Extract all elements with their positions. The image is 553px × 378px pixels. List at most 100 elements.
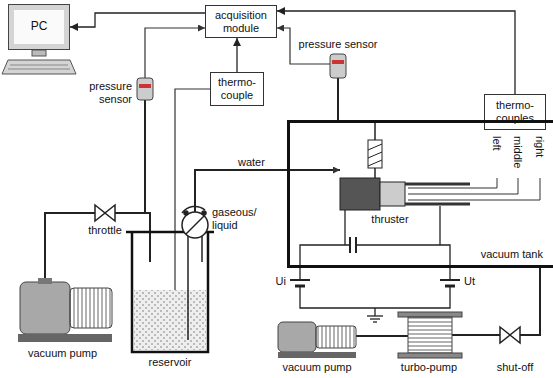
pressure-sensor-icon (332, 60, 344, 64)
power-circuit (373, 321, 377, 322)
power-circuit (290, 206, 460, 322)
pressure-sensor-icon (144, 100, 146, 213)
thruster-body (405, 203, 470, 206)
part-label: reservoir (130, 356, 210, 369)
power-circuit (300, 287, 450, 308)
vacuum-line (452, 334, 500, 336)
throttle-valve (95, 205, 115, 221)
part-label: pressure sensor (293, 38, 383, 51)
power-circuit (440, 279, 460, 281)
part-label: water (238, 156, 278, 169)
thermocouple-wire (408, 178, 540, 200)
turbo-pump-icon (408, 317, 452, 353)
thermocouple-wire (408, 178, 540, 200)
signal-connector (70, 13, 205, 27)
thrust-balance (374, 120, 376, 140)
switch-valve (182, 212, 208, 238)
node-label: vacuum tank (479, 248, 545, 261)
pc-stand (8, 69, 70, 70)
vacuum-pump-icon (38, 278, 52, 284)
power-circuit (356, 245, 450, 279)
power-circuit (370, 318, 380, 319)
part-label: vacuum pump (272, 361, 362, 374)
sensor-box: thermo-couple (210, 72, 264, 106)
sensor-box: thermo-couples (484, 94, 546, 130)
signal-wire (145, 28, 205, 78)
switch-valve (182, 206, 208, 340)
pc-stand (2, 60, 76, 74)
module-box: acquisition module (205, 5, 277, 38)
part-label: shut-off (485, 361, 545, 374)
signal-wire (145, 28, 330, 300)
thruster-body (380, 182, 405, 206)
reservoir-vessel (126, 232, 214, 352)
shut-off-valve (500, 327, 520, 343)
pressure-sensor-icon (337, 78, 339, 120)
power-circuit (439, 206, 440, 245)
power-circuit (300, 245, 350, 279)
signal-connector (237, 38, 238, 72)
wire-label: right (533, 136, 546, 157)
thermocouple-wire (408, 178, 497, 188)
power-circuit (290, 279, 310, 281)
signal-wire (175, 89, 210, 300)
vacuum-pump-icon (278, 322, 316, 352)
vacuum-pump-icon (278, 352, 356, 358)
vacuum-pump-icon (18, 334, 112, 342)
shut-off-valve (510, 327, 520, 343)
power-circuit (355, 237, 357, 253)
signal-connector (277, 11, 515, 94)
switch-valve (184, 211, 188, 215)
switch-valve (202, 211, 206, 215)
shut-off-valve (500, 327, 510, 343)
pressure-sensor-icon (330, 54, 346, 78)
vacuum-pump-icon (316, 326, 356, 348)
wire-label: middle (511, 136, 524, 168)
turbo-pump-icon (398, 312, 462, 358)
turbo-pump-icon (398, 353, 462, 358)
thrust-balance (368, 120, 382, 178)
signal-connector (277, 11, 515, 94)
power-circuit (367, 315, 383, 316)
part-label: thruster (362, 213, 418, 226)
throttle-valve (105, 205, 115, 221)
thermocouple-wire (408, 178, 518, 194)
pressure-sensor-icon (137, 78, 153, 100)
throttle-valve (95, 205, 105, 221)
pressure-sensor-icon (330, 54, 346, 120)
reservoir-vessel (132, 232, 208, 352)
power-circuit (374, 308, 375, 316)
node-label: acquisition module (209, 9, 273, 34)
part-label: turbo-pump (384, 361, 474, 374)
turbo-pump-icon (398, 312, 462, 317)
gas-pipe (45, 213, 150, 282)
part-label: gaseous/ liquid (212, 206, 262, 231)
part-label: throttle (80, 224, 130, 237)
signal-connector (236, 38, 237, 72)
thrust-balance (368, 140, 382, 168)
switch-valve (187, 236, 189, 340)
switch-valve (186, 216, 204, 234)
water-line (195, 170, 340, 212)
pc-stand (2, 50, 76, 74)
node-label: thermo-couple (214, 76, 260, 101)
part-label: Ut (464, 275, 488, 288)
pressure-sensor-icon (137, 78, 153, 213)
node-label: PC (31, 20, 48, 34)
wire-label: left (490, 136, 503, 151)
pc-stand (32, 50, 46, 56)
thruster-body (405, 183, 470, 186)
part-label: pressure sensor (62, 80, 132, 105)
signal-connector (70, 13, 205, 27)
power-circuit (349, 237, 351, 253)
part-label: Ui (262, 275, 286, 288)
vacuum-line (520, 268, 540, 335)
thruster-body (340, 178, 380, 210)
thrust-balance (368, 144, 382, 166)
reservoir-vessel (134, 290, 206, 350)
vacuum-pump-icon (278, 322, 356, 358)
